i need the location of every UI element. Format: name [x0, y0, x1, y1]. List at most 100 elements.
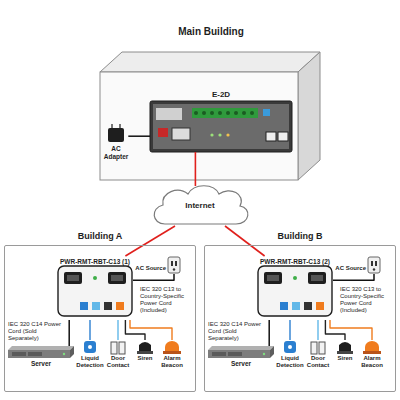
- cable: [195, 152, 197, 186]
- node-label: PWR-RMT-RBT-C13 (1): [57, 258, 133, 266]
- node-label: Liquid Detection: [76, 355, 103, 369]
- power-switch-node: PWR-RMT-RBT-C13 (1): [57, 256, 133, 320]
- node-label: Internet: [185, 201, 214, 211]
- adapter-prong: [111, 124, 113, 128]
- unit-case: [150, 101, 292, 152]
- inlet-pins: [67, 275, 79, 281]
- status-led: [263, 109, 270, 116]
- cable: [125, 320, 145, 340]
- server-drive: [12, 352, 26, 356]
- c14-inlet: [64, 272, 82, 284]
- server-front: [8, 350, 70, 358]
- screw: [226, 111, 230, 115]
- sensor-node: Siren: [337, 340, 352, 362]
- network-cloud: Internet: [150, 186, 250, 226]
- sensor-port: [158, 128, 168, 137]
- adapter-node: AC Adapter: [104, 126, 129, 160]
- sensor-node: Door Contact: [107, 340, 129, 369]
- adapter-body: [108, 128, 124, 142]
- building-box: Building A PWR-RMT-RBT-C13 (1)AC SourceSe…: [4, 230, 196, 392]
- unit-panel: [153, 104, 289, 149]
- server-led: [63, 353, 65, 355]
- sensor-node: Liquid Detection: [76, 340, 103, 369]
- server-top: [8, 346, 74, 350]
- screw: [242, 111, 246, 115]
- wall-outlet: [168, 257, 180, 273]
- node-label: Main Building: [96, 26, 326, 38]
- node-label: AC Source: [135, 265, 166, 272]
- sensor-node: Alarm Beacon: [361, 340, 383, 369]
- siren-icon: [139, 342, 151, 352]
- door-contact-half: [111, 342, 117, 354]
- main-building-box: [100, 52, 320, 180]
- cable: [117, 320, 118, 340]
- building-outline: [4, 245, 196, 392]
- node-label: Server: [8, 360, 74, 368]
- switch-body: [58, 266, 132, 316]
- node-label: Siren: [137, 355, 152, 362]
- led: [210, 133, 213, 136]
- power-led: [93, 276, 97, 280]
- screw: [210, 111, 214, 115]
- sensor-node: Siren: [137, 340, 152, 362]
- network-port: [278, 132, 288, 141]
- cable: [68, 320, 70, 346]
- outlet-node: AC Source: [335, 256, 382, 274]
- screw: [250, 111, 254, 115]
- building-region: Main BuildingE-2D AC Adapter: [96, 26, 326, 182]
- outlet-pins: [111, 275, 123, 281]
- siren-base: [137, 351, 153, 354]
- cable: [268, 320, 270, 346]
- cable-note: IEC 320 C13 to Country-Specific Power Co…: [340, 286, 396, 314]
- e2d-unit: [150, 101, 292, 152]
- screw: [218, 111, 222, 115]
- screw: [194, 111, 198, 115]
- server-drive: [28, 352, 42, 356]
- cable-note: IEC 320 C13 to Country-Specific Power Co…: [140, 286, 196, 314]
- building-outline: [204, 245, 396, 392]
- node-label: Building B: [204, 230, 396, 242]
- building-box: Building B PWR-RMT-RBT-C13 (2)AC SourceSe…: [204, 230, 396, 392]
- node-label: Alarm Beacon: [161, 355, 183, 369]
- device-node: E-2D: [150, 90, 292, 152]
- liquid-sensor: [84, 341, 96, 353]
- sensor-jack: [116, 302, 124, 310]
- node-label: Door Contact: [307, 355, 329, 369]
- node-label: AC Source: [335, 265, 366, 272]
- outlet-slot: [171, 261, 173, 266]
- beacon-base: [163, 351, 181, 354]
- name-plate: [156, 108, 182, 120]
- cable: [128, 135, 150, 137]
- screw: [234, 111, 238, 115]
- cable: [225, 226, 265, 256]
- usb-port: [172, 128, 190, 140]
- led: [218, 133, 221, 136]
- cable: [130, 320, 172, 340]
- ac-adapter-icon: [108, 124, 124, 142]
- cable: [325, 320, 345, 340]
- terminal-block: [192, 108, 258, 118]
- beacon-dome: [165, 341, 179, 352]
- outlet-ground: [173, 268, 175, 270]
- cable: [133, 274, 174, 280]
- internet-cloud: [154, 186, 248, 224]
- node-label: PWR-RMT-RBT-C13 (2): [257, 258, 333, 266]
- node-label: Building A: [4, 230, 196, 242]
- cable: [317, 320, 318, 340]
- server-node: Server: [8, 346, 74, 368]
- cable: [333, 274, 374, 280]
- network-port: [266, 132, 276, 141]
- box-front: [100, 72, 298, 180]
- cable-note: IEC 320 C14 Power Cord (Sold Separately): [208, 321, 264, 342]
- cable: [289, 320, 290, 340]
- server-side: [70, 346, 74, 358]
- node-label: Alarm Beacon: [361, 355, 383, 369]
- server-node: Server: [208, 346, 274, 368]
- sensor-node: Alarm Beacon: [161, 340, 183, 369]
- led: [226, 133, 229, 136]
- cable: [89, 320, 90, 340]
- node-label: AC Adapter: [104, 145, 129, 160]
